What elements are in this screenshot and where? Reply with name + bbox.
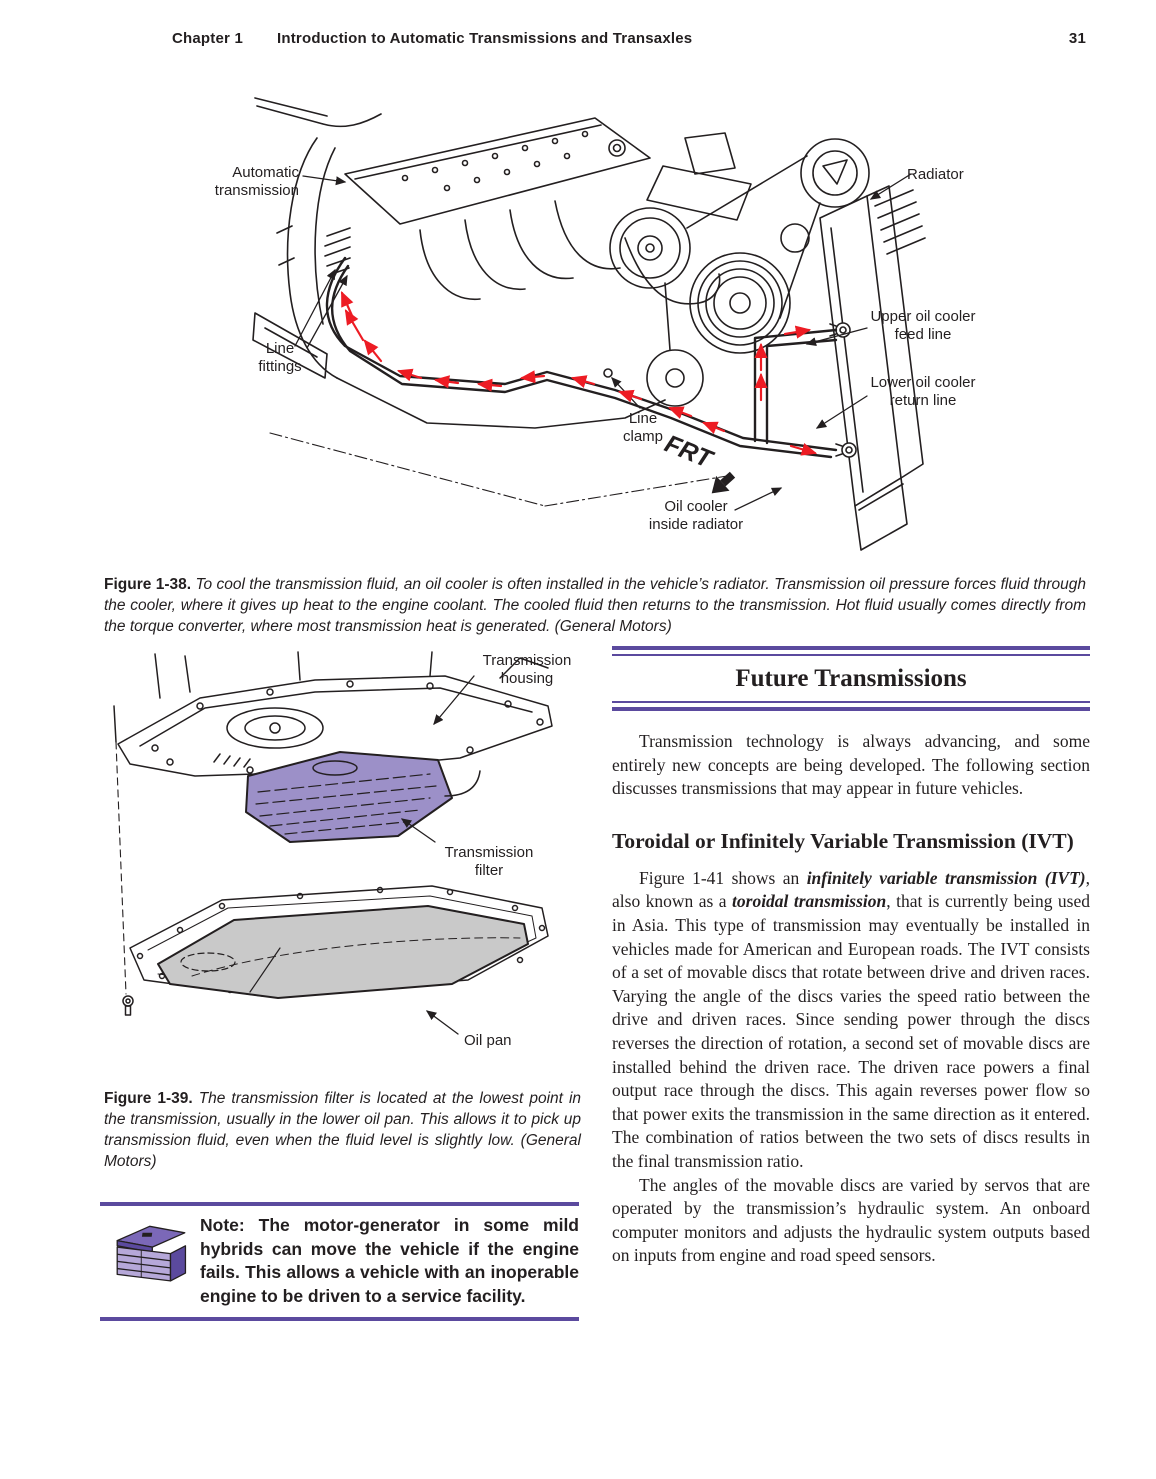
label-transmission-housing: Transmission housing [482, 652, 572, 687]
future-transmissions-section: Future Transmissions Transmission techno… [612, 646, 1090, 1268]
label-oil-cooler-inside-radiator: Oil cooler inside radiator [648, 498, 744, 533]
section-heading: Future Transmissions [735, 665, 967, 692]
label-upper-oil-cooler-feed-line: Upper oil cooler feed line [870, 308, 976, 343]
term-toroidal-transmission: toroidal transmission [732, 891, 887, 912]
page-number: 31 [1068, 30, 1086, 47]
paragraph-ivt-seg1: Figure 1-41 shows an [639, 867, 807, 888]
label-transmission-filter: Transmission filter [444, 844, 534, 879]
figure-1-39-caption-text: The transmission filter is located at th… [104, 1089, 582, 1170]
toolbox-icon [112, 1216, 190, 1286]
note-text: Note: The motor-generator in some mild h… [200, 1215, 579, 1306]
note-box: Note: The motor-generator in some mild h… [100, 1202, 579, 1321]
subsection-heading: Toroidal or Infinitely Variable Transmis… [612, 828, 1074, 853]
figure-1-39: Transmission housing Transmission filter… [100, 646, 580, 1060]
label-line-fittings: Line fittings [258, 340, 302, 375]
paragraph-ivt-seg2: , also known as a [612, 867, 1090, 912]
label-lower-oil-cooler-return-line: Lower oil cooler return line [870, 374, 976, 409]
paragraph-servos-text: The angles of the movable discs are vari… [612, 1174, 1090, 1266]
heading-rule-bottom [612, 701, 1090, 711]
label-line-clamp: Line clamp [622, 410, 663, 445]
figure-1-38: FRT Automatic transmission Radiator Line… [195, 78, 995, 556]
figure-1-38-caption: Figure 1-38. To cool the transmission fl… [104, 574, 1086, 637]
chapter-title: Introduction to Automatic Transmissions … [277, 30, 693, 47]
figure-1-39-caption: Figure 1-39. The transmission filter is … [104, 1088, 581, 1172]
label-automatic-transmission: Automatic transmission [214, 164, 299, 199]
paragraph-intro: Transmission technology is always advanc… [612, 730, 1090, 801]
paragraph-intro-text: Transmission technology is always advanc… [612, 731, 1090, 799]
figure-1-38-caption-label: Figure 1-38. [104, 575, 192, 593]
term-infinitely-variable-transmission: infinitely variable transmission (IVT) [806, 867, 1086, 888]
figure-1-39-caption-label: Figure 1-39. [104, 1089, 193, 1107]
label-oil-pan: Oil pan [464, 1032, 512, 1049]
engine-oil-cooler-drawing: FRT [252, 97, 926, 551]
paragraph-ivt-seg3: , that is currently being used in Asia. … [612, 891, 1090, 1171]
page-header: Chapter 1 Introduction to Automatic Tran… [104, 30, 1086, 47]
label-radiator: Radiator [907, 166, 964, 183]
paragraph-ivt: Figure 1-41 shows an infinitely variable… [612, 867, 1090, 1174]
transmission-filter-drawing [113, 651, 553, 1035]
heading-rule-top [612, 646, 1090, 656]
figure-1-38-caption-text: To cool the transmission fluid, an oil c… [104, 575, 1086, 635]
chapter-label: Chapter 1 [172, 30, 243, 47]
paragraph-servos: The angles of the movable discs are vari… [612, 1174, 1090, 1268]
